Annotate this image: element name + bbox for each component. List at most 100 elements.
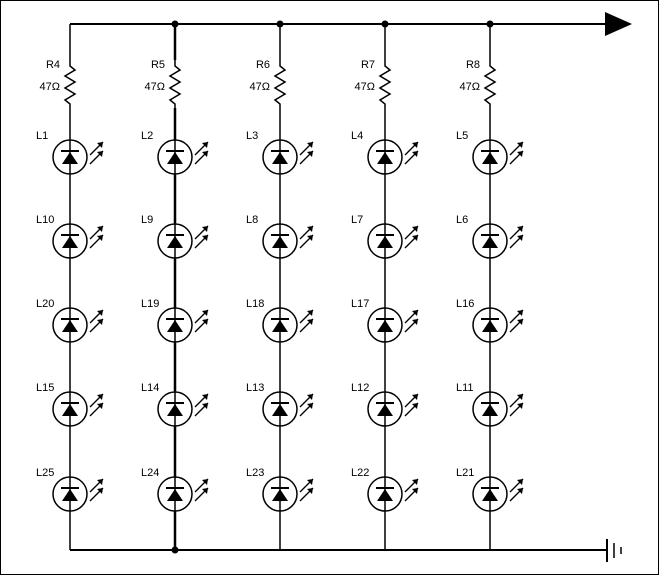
junction-dot: [171, 20, 179, 28]
emission-arrow-icon: [412, 403, 418, 409]
diode-triangle-icon: [377, 320, 393, 332]
emission-arrow-icon: [307, 142, 313, 148]
emission-arrow-icon: [412, 488, 418, 494]
resistor-value-label: 47Ω: [40, 81, 60, 93]
emission-arrow-icon: [202, 479, 208, 485]
diode-triangle-icon: [167, 489, 183, 501]
led-label: L11: [456, 382, 474, 394]
emission-arrow-icon: [307, 235, 313, 241]
diode-triangle-icon: [482, 320, 498, 332]
diode-triangle-icon: [482, 236, 498, 248]
resistor: R8 47Ω: [460, 59, 497, 108]
emission-arrow-icon: [202, 403, 208, 409]
led-label: L20: [36, 298, 54, 310]
diode-triangle-icon: [272, 489, 288, 501]
led: L20: [36, 298, 104, 343]
led-label: L1: [36, 130, 48, 142]
emission-arrow-icon: [202, 142, 208, 148]
emission-arrow-icon: [202, 235, 208, 241]
led: L7: [351, 214, 419, 259]
emission-arrow-icon: [202, 310, 208, 316]
led-label: L7: [351, 214, 363, 226]
emission-arrow-icon: [307, 226, 313, 232]
led: L3: [246, 130, 314, 175]
emission-arrow-icon: [202, 488, 208, 494]
led-label: L21: [456, 467, 474, 479]
emission-arrow-icon: [517, 142, 523, 148]
led-label: L9: [141, 214, 153, 226]
led-label: L19: [141, 298, 159, 310]
led: L14: [141, 382, 209, 427]
emission-arrow-icon: [517, 226, 523, 232]
led-label: L17: [351, 298, 369, 310]
led: L6: [456, 214, 524, 259]
diode-triangle-icon: [272, 320, 288, 332]
led: L24: [141, 467, 209, 512]
led: L17: [351, 298, 419, 343]
junction-dot: [276, 20, 284, 28]
emission-arrow-icon: [412, 310, 418, 316]
emission-arrow-icon: [307, 488, 313, 494]
emission-arrow-icon: [412, 479, 418, 485]
emission-arrow-icon: [202, 319, 208, 325]
diode-triangle-icon: [272, 152, 288, 164]
junction-dot: [381, 20, 389, 28]
led-label: L3: [246, 130, 258, 142]
emission-arrow-icon: [517, 310, 523, 316]
diode-triangle-icon: [377, 152, 393, 164]
led: L2: [141, 130, 209, 175]
diode-triangle-icon: [272, 404, 288, 416]
resistor-name-label: R6: [256, 59, 270, 71]
emission-arrow-icon: [517, 479, 523, 485]
emission-arrow-icon: [307, 151, 313, 157]
emission-arrow-icon: [307, 394, 313, 400]
led-label: L12: [351, 382, 369, 394]
diode-triangle-icon: [377, 489, 393, 501]
led: L12: [351, 382, 419, 427]
emission-arrow-icon: [97, 479, 103, 485]
junction-dot: [486, 20, 494, 28]
emission-arrow-icon: [517, 394, 523, 400]
emission-arrow-icon: [202, 394, 208, 400]
emission-arrow-icon: [97, 142, 103, 148]
led: L18: [246, 298, 314, 343]
emission-arrow-icon: [412, 235, 418, 241]
led-label: L5: [456, 130, 468, 142]
resistor-value-label: 47Ω: [460, 81, 480, 93]
emission-arrow-icon: [517, 319, 523, 325]
supply-arrow-icon: [605, 12, 632, 36]
diode-triangle-icon: [62, 404, 78, 416]
led: L22: [351, 467, 419, 512]
led-label: L6: [456, 214, 468, 226]
emission-arrow-icon: [97, 319, 103, 325]
led: L1: [36, 130, 104, 175]
emission-arrow-icon: [307, 319, 313, 325]
led-label: L18: [246, 298, 264, 310]
diode-triangle-icon: [62, 152, 78, 164]
diode-triangle-icon: [272, 236, 288, 248]
diode-triangle-icon: [377, 404, 393, 416]
led-label: L16: [456, 298, 474, 310]
resistor-name-label: R8: [466, 59, 480, 71]
emission-arrow-icon: [517, 151, 523, 157]
emission-arrow-icon: [97, 151, 103, 157]
led-label: L14: [141, 382, 159, 394]
emission-arrow-icon: [517, 403, 523, 409]
led: L23: [246, 467, 314, 512]
resistor-value-label: 47Ω: [250, 81, 270, 93]
emission-arrow-icon: [97, 235, 103, 241]
diode-triangle-icon: [482, 152, 498, 164]
diode-triangle-icon: [377, 236, 393, 248]
emission-arrow-icon: [97, 310, 103, 316]
junction-dot: [171, 546, 179, 554]
resistor-zigzag: [483, 60, 497, 108]
led: L11: [456, 382, 524, 427]
led-label: L15: [36, 382, 54, 394]
emission-arrow-icon: [412, 319, 418, 325]
diode-triangle-icon: [62, 489, 78, 501]
